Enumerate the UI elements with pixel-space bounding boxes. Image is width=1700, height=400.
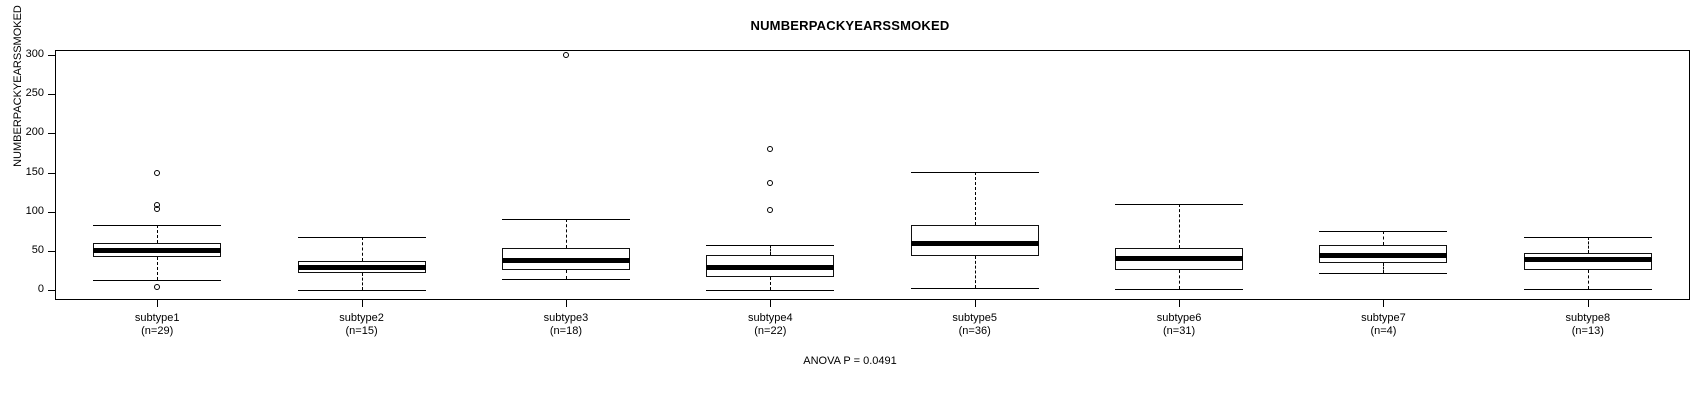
- x-tick-label: subtype7(n=4): [1283, 312, 1483, 338]
- whisker-cap-lower: [1115, 289, 1244, 291]
- x-tick-mark: [1587, 300, 1589, 307]
- whisker-cap-upper: [297, 236, 426, 238]
- y-tick-mark: [48, 172, 55, 174]
- whisker-lower: [1383, 263, 1385, 273]
- whisker-cap-lower: [501, 279, 630, 281]
- x-tick-mark: [157, 300, 159, 307]
- x-tick-mark: [974, 300, 976, 307]
- y-tick-label: 50: [31, 243, 44, 256]
- x-tick-mark: [770, 300, 772, 307]
- outlier-point: [154, 205, 161, 212]
- x-tick-mark: [1383, 300, 1385, 307]
- outlier-point: [767, 146, 774, 152]
- plot-panel: [55, 50, 1690, 300]
- outlier-point: [154, 283, 161, 290]
- y-tick-label: 250: [25, 87, 44, 100]
- whisker-cap-lower: [910, 287, 1039, 289]
- whisker-lower: [1587, 270, 1589, 290]
- x-tick-mark: [565, 300, 567, 307]
- y-tick-label: 100: [25, 204, 44, 217]
- x-tick-label: subtype1(n=29): [57, 312, 257, 338]
- x-tick-label: subtype5(n=36): [875, 312, 1075, 338]
- whisker-upper: [1587, 236, 1589, 254]
- whisker-cap-upper: [93, 224, 222, 226]
- whisker-cap-lower: [706, 290, 835, 291]
- whisker-cap-lower: [93, 279, 222, 281]
- whisker-lower: [157, 257, 159, 280]
- whisker-lower: [1179, 270, 1181, 290]
- x-tick-label: subtype8(n=13): [1488, 312, 1688, 338]
- box-iqr: [910, 224, 1039, 256]
- y-tick-label: 0: [37, 283, 44, 295]
- y-tick-mark: [48, 94, 55, 96]
- x-tick-label: subtype3(n=18): [466, 312, 666, 338]
- whisker-cap-upper: [910, 171, 1039, 173]
- x-tick-label-count: (n=13): [1571, 325, 1604, 337]
- outlier-point: [562, 52, 569, 58]
- x-tick-label: subtype4(n=22): [670, 312, 870, 338]
- x-tick-label: subtype2(n=15): [262, 312, 462, 338]
- whisker-cap-lower: [1523, 289, 1652, 291]
- x-tick-label-category: subtype8: [1565, 312, 1611, 324]
- median-line: [297, 265, 426, 271]
- x-tick-label-category: subtype6: [1156, 312, 1202, 324]
- whisker-upper: [1383, 231, 1385, 246]
- whisker-upper: [770, 244, 772, 255]
- whisker-cap-upper: [1319, 231, 1448, 233]
- whisker-cap-upper: [1523, 236, 1652, 238]
- x-tick-label-category: subtype7: [1361, 312, 1406, 324]
- x-tick-label-count: (n=22): [754, 325, 787, 337]
- y-tick-label: 200: [25, 126, 44, 139]
- x-tick-mark: [361, 300, 363, 307]
- median-line: [1115, 255, 1244, 261]
- x-tick-label-count: (n=4): [1370, 325, 1397, 337]
- x-tick-label-count: (n=36): [958, 325, 991, 337]
- y-tick-mark: [48, 55, 55, 56]
- outlier-point: [767, 180, 774, 187]
- whisker-lower: [565, 269, 567, 280]
- x-tick-label-category: subtype4: [747, 312, 793, 324]
- whisker-cap-upper: [501, 218, 630, 220]
- x-tick-label-category: subtype5: [952, 312, 998, 324]
- x-tick-label-category: subtype3: [543, 312, 589, 324]
- whisker-upper: [974, 171, 976, 225]
- x-tick-label-category: subtype2: [339, 312, 384, 324]
- x-tick-label-count: (n=18): [549, 325, 582, 337]
- whisker-upper: [565, 218, 567, 249]
- x-tick-mark: [1179, 300, 1181, 307]
- y-tick-mark: [48, 290, 55, 291]
- x-tick-label-count: (n=29): [141, 325, 174, 337]
- y-tick-mark: [48, 211, 55, 213]
- median-line: [93, 248, 222, 254]
- whisker-upper: [361, 236, 363, 261]
- y-tick-label: 300: [25, 48, 44, 60]
- whisker-lower: [770, 277, 772, 290]
- outlier-point: [154, 169, 161, 176]
- x-tick-label: subtype6(n=31): [1079, 312, 1279, 338]
- whisker-upper: [1179, 203, 1181, 249]
- whisker-upper: [157, 224, 159, 243]
- whisker-lower: [974, 255, 976, 288]
- median-line: [1319, 252, 1448, 258]
- y-tick-mark: [48, 133, 55, 135]
- outlier-point: [767, 207, 774, 214]
- x-tick-label-category: subtype1: [134, 312, 180, 324]
- x-tick-label-count: (n=31): [1163, 325, 1196, 337]
- whisker-lower: [361, 272, 363, 290]
- median-line: [1523, 256, 1652, 262]
- y-tick-label: 150: [25, 165, 44, 178]
- median-line: [501, 258, 630, 264]
- y-tick-mark: [48, 250, 55, 252]
- median-line: [706, 264, 835, 270]
- anova-annotation: ANOVA P = 0.0491: [803, 355, 897, 367]
- x-tick-label-count: (n=15): [345, 325, 378, 337]
- whisker-cap-upper: [1115, 203, 1244, 205]
- whisker-cap-upper: [706, 244, 835, 246]
- whisker-cap-lower: [297, 290, 426, 291]
- median-line: [910, 241, 1039, 246]
- whisker-cap-lower: [1319, 272, 1448, 274]
- chart-title: NUMBERPACKYEARSSMOKED: [750, 18, 950, 33]
